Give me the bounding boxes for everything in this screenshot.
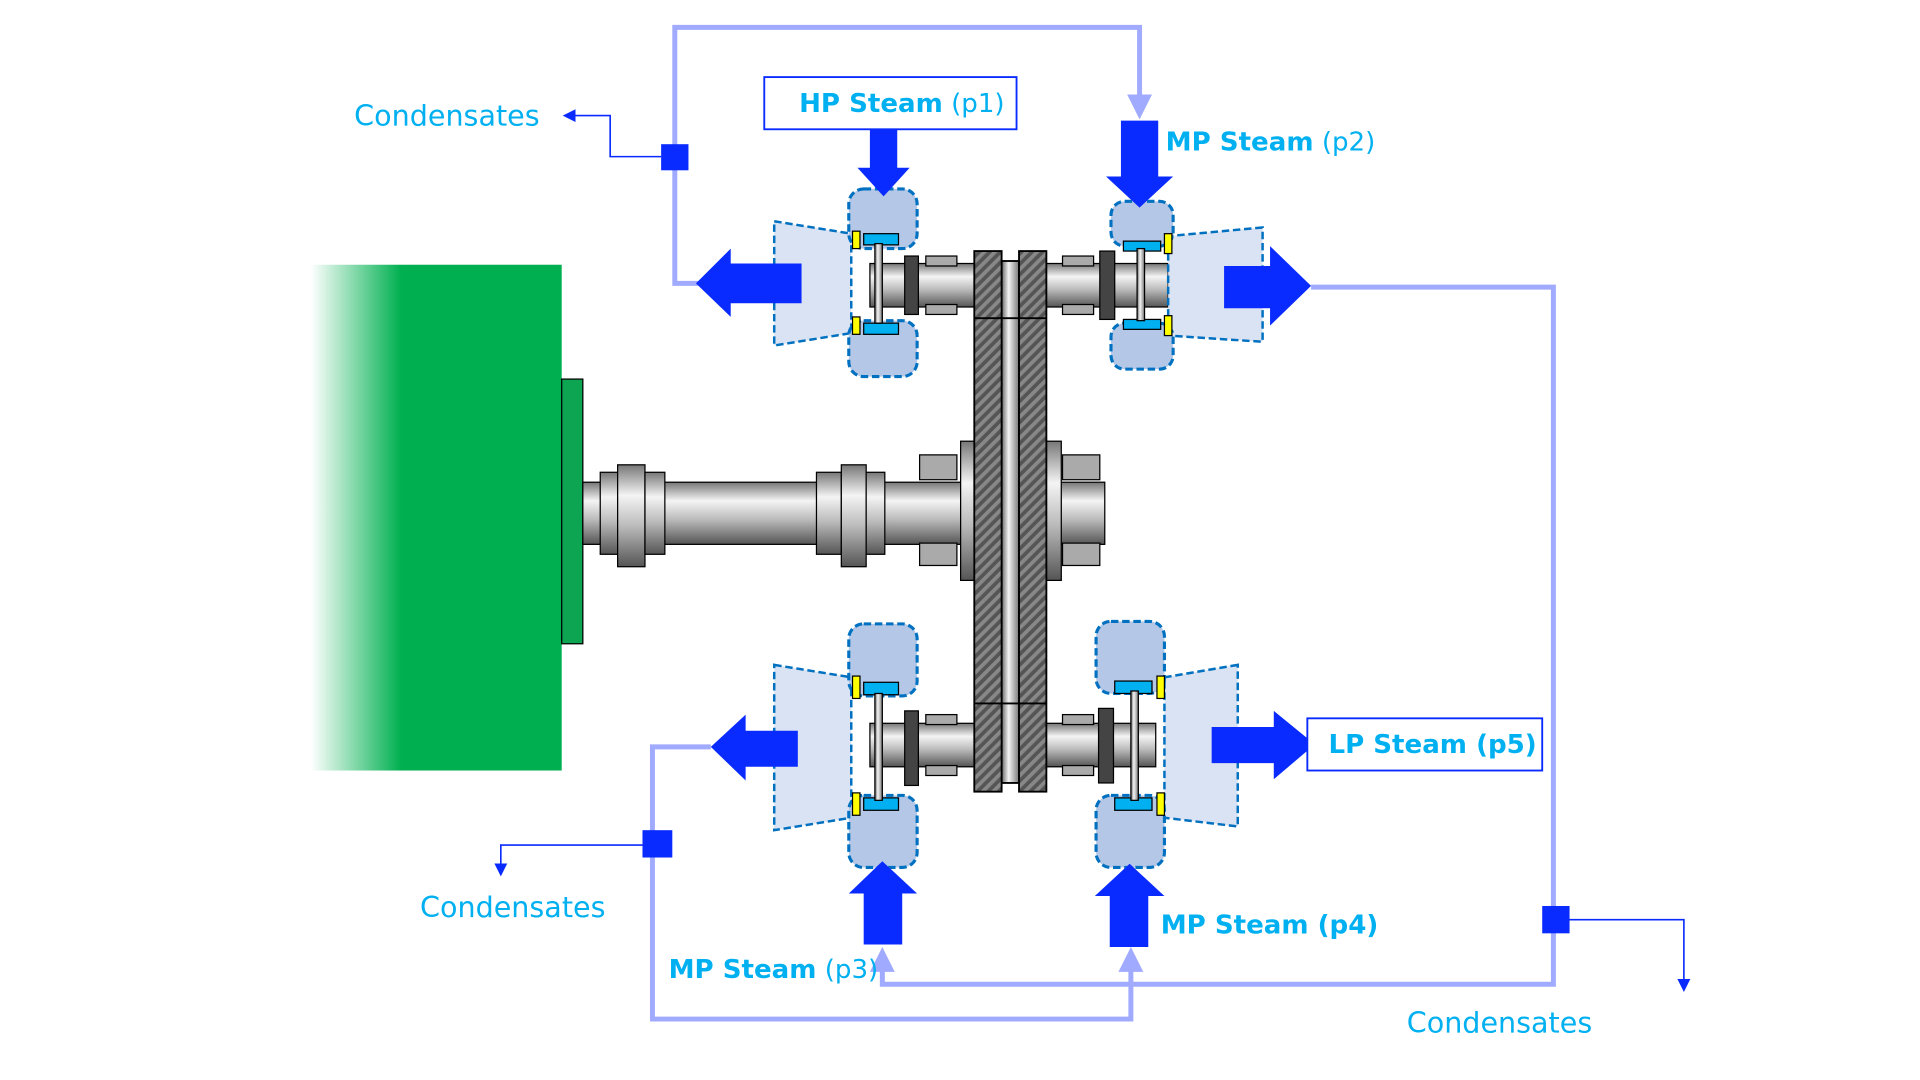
mp-p3-label: MP Steam (p3) xyxy=(669,955,879,985)
mp-p4-label: MP Steam (p4) xyxy=(1161,910,1379,940)
hp-steam-label-box xyxy=(763,76,1018,131)
turbine-mp-p4 xyxy=(1094,619,1239,870)
steam-trap xyxy=(642,830,673,858)
generator-flange xyxy=(561,378,584,645)
condensates-label: Condensates xyxy=(1407,1006,1592,1040)
hp-steam-label: HP Steam (p1) xyxy=(799,89,1005,119)
hp-inlet-arrow xyxy=(857,118,910,197)
generator xyxy=(310,264,562,771)
condensates-label: Condensates xyxy=(420,890,605,924)
mp-p2-inlet-arrow xyxy=(1106,120,1174,208)
mp-p2-exhaust-arrow xyxy=(1224,246,1312,326)
steam-trap xyxy=(661,144,689,171)
turbine-hp xyxy=(772,187,919,379)
lp-steam-label: LP Steam (p5) xyxy=(1328,730,1536,760)
condensates-label: Condensates xyxy=(354,99,539,133)
condensate-lines xyxy=(494,109,1691,992)
bull-gear xyxy=(973,250,1048,793)
mp-p3-inlet-arrow xyxy=(848,861,918,945)
lp-steam-label-box xyxy=(1306,717,1544,772)
hp-exhaust-arrow xyxy=(695,248,802,317)
mp-p2-label: MP Steam (p2) xyxy=(1166,127,1376,157)
mp-p3-exhaust-arrow xyxy=(710,714,798,781)
mp-p4-inlet-arrow xyxy=(1094,863,1165,947)
steam-arrows xyxy=(695,118,1315,947)
turbine-mp-p3 xyxy=(772,622,919,870)
turbine-mp-p2 xyxy=(1109,199,1264,371)
steam-pipes xyxy=(649,24,1556,1022)
steam-trap xyxy=(1542,905,1570,934)
lp-exhaust-arrow xyxy=(1211,710,1315,780)
